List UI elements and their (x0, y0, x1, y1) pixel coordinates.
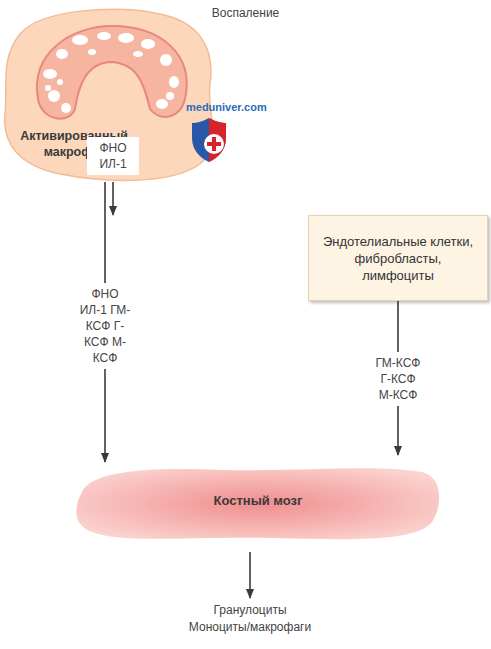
cytokine-label: ФНО ИЛ-1 (87, 137, 139, 175)
vacuole (88, 49, 96, 55)
vacuole (169, 76, 179, 88)
vacuole (56, 49, 68, 59)
vacuole (57, 79, 63, 85)
vacuole (141, 39, 155, 49)
cytokine-label: ФНО ИЛ-1 ГМ-КСФ Г-КСФ М-КСФ (79, 283, 131, 369)
output-cell-label: Гранулоциты (200, 603, 300, 617)
vacuole (45, 85, 51, 91)
vacuole (61, 103, 71, 113)
vacuole (48, 90, 60, 102)
vacuole (97, 32, 111, 40)
bone-marrow-node: Костный мозг (72, 462, 444, 544)
vacuole (72, 35, 88, 45)
cell-types-box: Эндотелиальные клетки, фибробласты, лимф… (308, 215, 488, 301)
signal-arrow (112, 182, 114, 215)
cell-nucleus (37, 26, 187, 119)
vacuole (156, 99, 168, 109)
node-text: Эндотелиальные клетки, фибробласты, лимф… (321, 233, 475, 284)
vacuole (43, 69, 57, 79)
cytokine-label: ГМ-КСФ Г-КСФ М-КСФ (372, 352, 424, 406)
vacuole (166, 92, 174, 100)
output-cell-label: Моноциты/макрофаги (180, 620, 320, 634)
vacuole (160, 54, 172, 66)
vacuole (133, 51, 143, 57)
vacuole (118, 33, 134, 43)
watermark: meduniver.com (186, 101, 267, 113)
node-text: Костный мозг (72, 493, 444, 508)
output-arrow (249, 552, 251, 598)
diagram-title: Воспаление (0, 6, 491, 20)
cell-body (5, 9, 214, 180)
